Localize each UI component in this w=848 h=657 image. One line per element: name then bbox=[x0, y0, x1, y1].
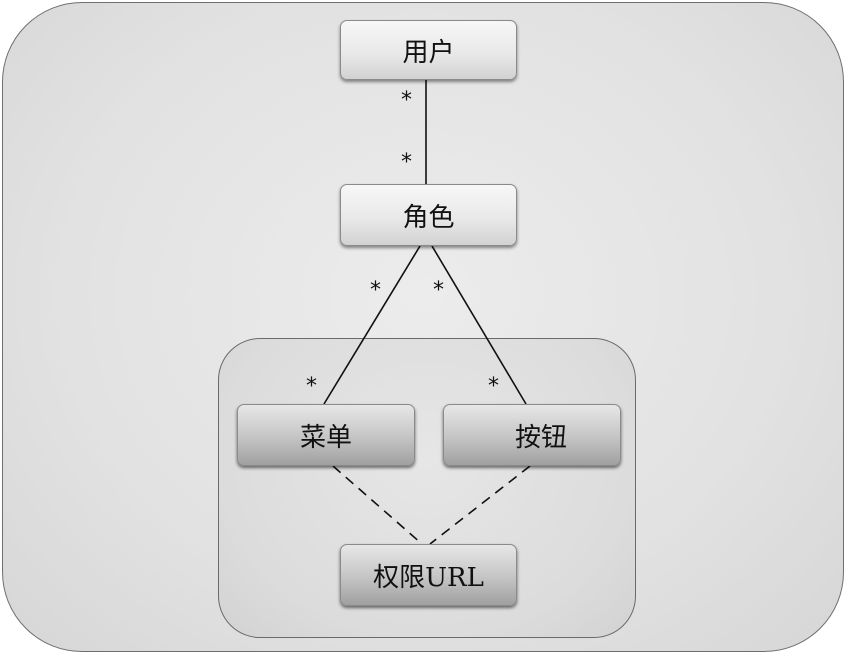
user-node: 用户 bbox=[340, 20, 517, 80]
role-menu-link bbox=[323, 245, 421, 405]
multiplicity-user-role-top: * bbox=[401, 88, 412, 113]
menu-permission-link bbox=[332, 465, 423, 545]
multiplicity-role-menu-top: * bbox=[370, 278, 381, 303]
multiplicity-user-role-bottom: * bbox=[401, 150, 412, 175]
permission-url-node: 权限URL bbox=[340, 544, 517, 606]
role-node: 角色 bbox=[340, 184, 517, 246]
multiplicity-role-menu-bottom: * bbox=[306, 374, 317, 399]
role-button-link bbox=[431, 245, 527, 405]
multiplicity-role-button-top: * bbox=[433, 278, 444, 303]
permission-url-node-label: 权限URL bbox=[373, 562, 484, 593]
user-node-label: 用户 bbox=[402, 37, 455, 68]
button-node-label: 按钮 bbox=[514, 422, 567, 453]
button-permission-link bbox=[429, 465, 531, 545]
menu-node-label: 菜单 bbox=[299, 422, 352, 453]
button-node: 按钮 bbox=[443, 404, 621, 466]
menu-node: 菜单 bbox=[237, 404, 415, 466]
multiplicity-role-button-bottom: * bbox=[488, 374, 499, 399]
role-node-label: 角色 bbox=[402, 202, 455, 233]
